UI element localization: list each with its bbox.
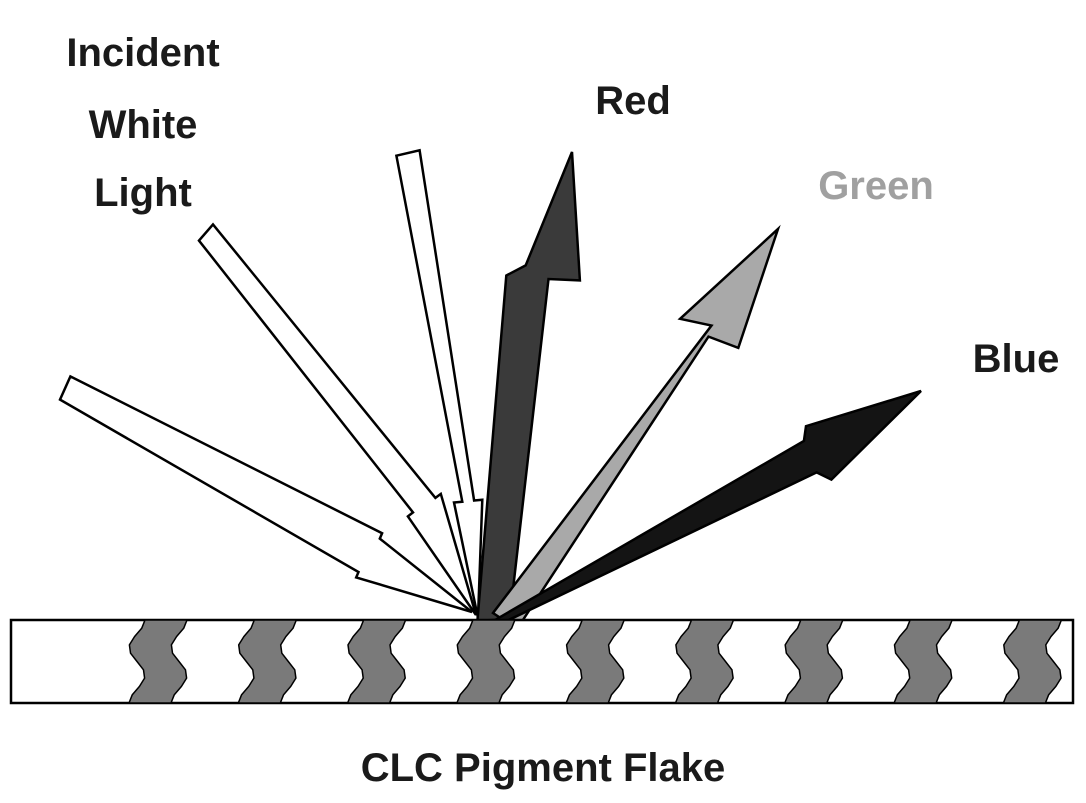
red-label: Red (595, 79, 671, 123)
incident-arrows (58, 148, 484, 619)
incident-label-line2: White (89, 103, 198, 147)
flake-stripe (565, 619, 625, 704)
flake-stripe (346, 619, 407, 704)
flake-body (9, 618, 1075, 705)
incident-arrow-middle (197, 222, 478, 616)
incident-arrow-right (394, 148, 484, 619)
flake-stripe (1002, 619, 1063, 704)
flake-stripe (784, 619, 844, 704)
reflected-arrows (476, 151, 922, 631)
flake-stripe (893, 619, 953, 704)
red-beam-arrow (476, 151, 582, 623)
clc-flake (9, 618, 1075, 705)
flake-stripe (237, 619, 298, 704)
labels: Incident White Light Red Green Blue CLC … (66, 31, 1059, 790)
incident-label-line1: Incident (66, 31, 219, 75)
flake-stripes (128, 619, 1063, 704)
flake-stripe (456, 619, 516, 704)
caption: CLC Pigment Flake (361, 746, 726, 790)
blue-label: Blue (973, 337, 1060, 381)
flake-stripe (128, 619, 188, 704)
green-beam-arrow (491, 224, 781, 631)
incident-arrow-left (58, 374, 473, 614)
incident-label-line3: Light (94, 171, 192, 215)
green-label: Green (818, 164, 934, 208)
blue-beam-arrow (491, 389, 922, 623)
flake-stripe (674, 619, 735, 704)
